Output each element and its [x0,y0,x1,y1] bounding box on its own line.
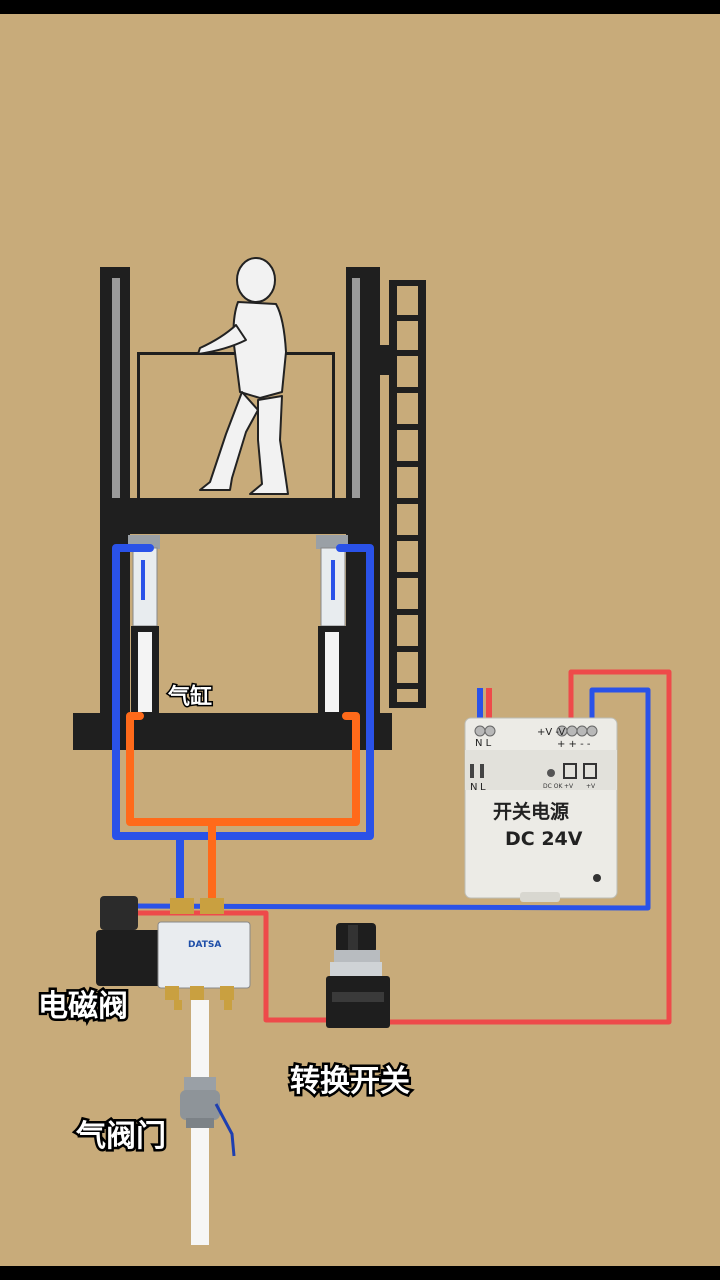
left-cylinder [128,535,160,714]
dc-ok-led [547,769,555,777]
cylinder-label: 气缸 [167,684,212,710]
person-figure [197,257,289,495]
psu-input-terminals: N L [475,738,492,749]
ball-valve[interactable] [180,1077,236,1157]
right-cylinder [316,535,348,714]
solenoid-valve: DATSA [96,896,251,1010]
psu-n-label: N [470,782,477,793]
psu-title: 开关电源 [493,800,569,823]
psu-dc-ok: DC OK [543,783,563,790]
air-hoses [112,544,374,904]
air-valve-label: 气阀门 [76,1119,166,1154]
psu-output-sub: + + - - [557,739,591,750]
valve-brand: DATSA [188,940,221,950]
psu-voltage: DC 24V [505,828,583,850]
selector-switch[interactable] [326,923,390,1028]
solenoid-valve-label: 电磁阀 [38,989,128,1024]
bottom-bar [0,1266,720,1280]
psu-output-terminals: +V -V [537,727,565,738]
top-bar [0,0,720,14]
psu-v-label: +V [586,783,596,790]
psu-l-label: L [480,782,486,793]
switch-label: 转换开关 [290,1064,410,1099]
power-supply: N L +V -V + + - - N L DC OK +V +V 开关电源 D… [464,717,618,902]
psu-adj-label: +V [564,783,574,790]
